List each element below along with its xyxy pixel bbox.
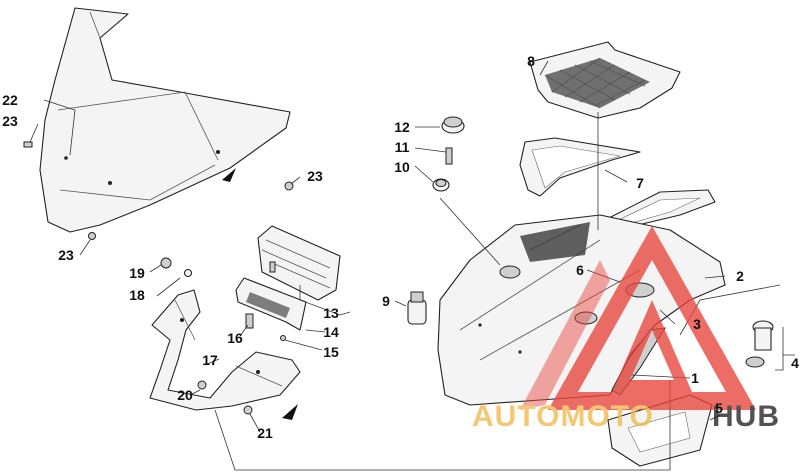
callout-23-c: 23	[58, 247, 74, 263]
callout-15: 15	[323, 344, 339, 360]
bezel-10	[432, 178, 450, 192]
callout-5: 5	[715, 400, 723, 416]
callout-19: 19	[129, 265, 145, 281]
watermark-text-hub: HUB	[712, 400, 780, 433]
key-cap-12	[441, 116, 465, 134]
connector-9	[407, 291, 427, 325]
callout-13: 13	[323, 305, 339, 321]
windshield	[39, 7, 291, 233]
screw-23-c	[88, 232, 96, 240]
screw-20	[197, 380, 207, 390]
leader-lines	[29, 60, 795, 471]
callout-16: 16	[227, 330, 243, 346]
callout-1: 1	[691, 370, 699, 386]
key-11	[445, 147, 453, 165]
trim-panel-upper	[519, 137, 641, 197]
gauge-bracket	[235, 277, 307, 331]
callout-3: 3	[693, 316, 701, 332]
callout-20: 20	[177, 387, 193, 403]
washer-15	[280, 335, 286, 341]
screw-23-a	[23, 141, 33, 148]
watermark-logo: AUTOMOTO HUB	[472, 226, 780, 433]
storage-net-tray	[529, 41, 681, 119]
instrument-gauge	[257, 225, 341, 301]
callout-9: 9	[382, 293, 390, 309]
callout-6: 6	[576, 262, 584, 278]
callout-4: 4	[791, 355, 799, 371]
callout-18: 18	[129, 287, 145, 303]
callout-21: 21	[257, 425, 273, 441]
callout-17: 17	[202, 352, 218, 368]
screw-16	[245, 313, 254, 329]
callout-11: 11	[395, 139, 410, 155]
callout-labels: 1 2 3 4 5 6 7 8 9 10 11 12 13 14 15 16 1…	[2, 53, 799, 441]
glovebox-lid-5	[607, 394, 713, 467]
callout-8: 8	[527, 53, 535, 69]
nut-21	[243, 405, 253, 415]
nut-19	[160, 257, 172, 269]
washer-18	[183, 268, 193, 278]
callout-2: 2	[736, 268, 744, 284]
callout-22: 22	[2, 92, 18, 108]
watermark-text-automoto: AUTOMOTO	[472, 400, 654, 433]
callout-23-a: 23	[2, 113, 18, 129]
power-socket-4	[745, 320, 774, 368]
callout-12: 12	[394, 119, 410, 135]
callout-23-b: 23	[307, 168, 323, 184]
callout-10: 10	[394, 159, 410, 175]
callout-14: 14	[323, 324, 339, 340]
callout-7: 7	[636, 175, 644, 191]
mounting-bracket	[149, 289, 301, 420]
